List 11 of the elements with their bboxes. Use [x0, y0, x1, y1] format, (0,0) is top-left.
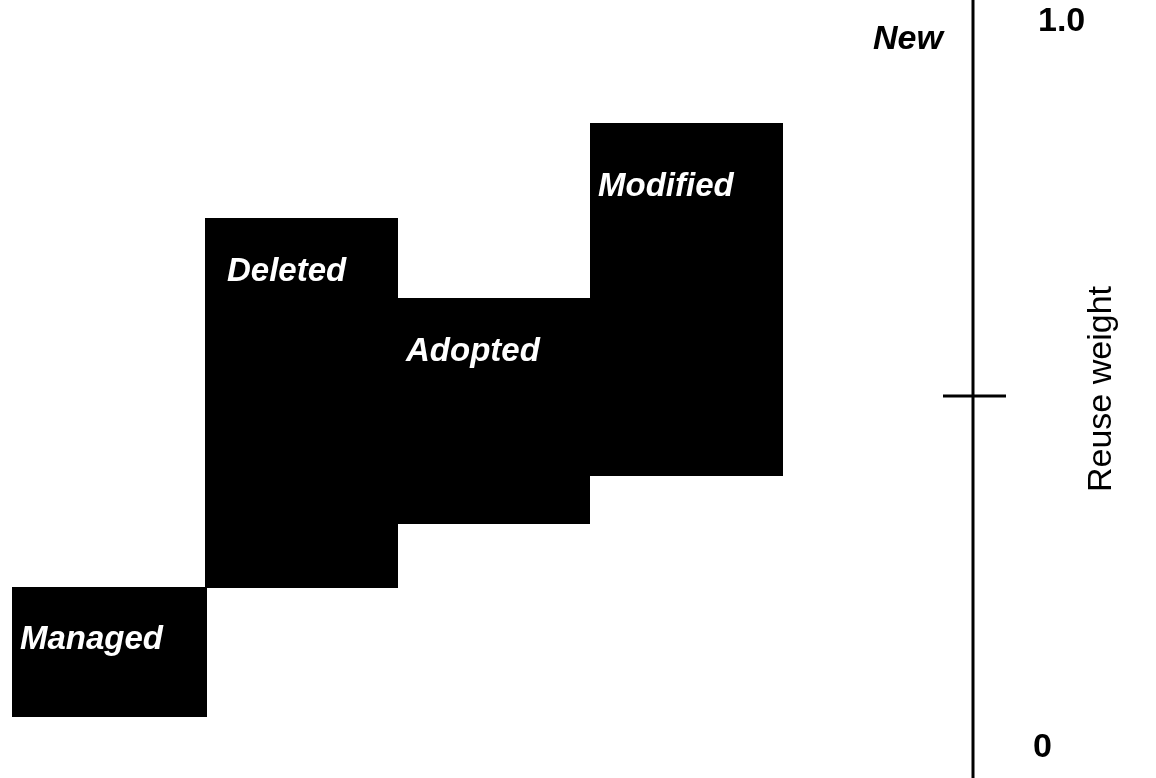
- axis-label: 0: [1033, 728, 1052, 762]
- axis-label: New: [873, 20, 943, 54]
- block-label: Deleted: [227, 253, 347, 286]
- block-label: Adopted: [406, 333, 540, 366]
- axis-label: 1.0: [1038, 2, 1086, 36]
- block-label: Managed: [20, 621, 164, 654]
- block: [590, 123, 783, 476]
- block: [12, 587, 207, 717]
- axis-title: Reuse weight: [1082, 285, 1116, 494]
- block: [205, 218, 398, 588]
- block-label: Modified: [598, 168, 734, 201]
